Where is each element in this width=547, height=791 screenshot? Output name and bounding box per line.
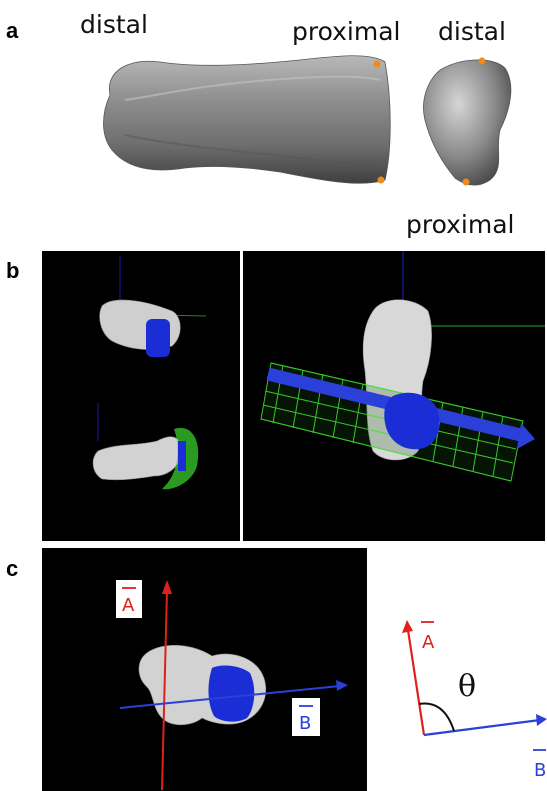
angle-vector-a-label: A (422, 632, 435, 653)
panel-b-letter: b (6, 258, 19, 284)
landmark-point (378, 177, 385, 184)
articular-surface (146, 319, 170, 357)
metacarpal-side-view (104, 56, 391, 184)
label-distal-left: distal (80, 10, 148, 39)
vector-a-label: A (122, 595, 135, 616)
panel-b-left-viewport (42, 251, 240, 541)
panel-c-letter: c (6, 556, 18, 582)
landmark-point (479, 58, 486, 65)
articular-surface (208, 666, 254, 722)
panel-c-viewport: A B (42, 548, 367, 791)
landmark-point (374, 61, 381, 68)
metacarpal-end-view (423, 60, 510, 185)
angle-vector-b-label: B (534, 760, 546, 781)
vector-b-label: B (299, 713, 311, 734)
panel-a-figure (0, 40, 547, 210)
angle-theta-label: θ (458, 669, 476, 704)
angle-diagram: A B θ (380, 600, 547, 791)
landmark-point (463, 179, 470, 186)
panel-b-right-viewport (243, 251, 545, 541)
articular-surface (178, 441, 186, 471)
label-proximal-bottom: proximal (406, 210, 514, 239)
